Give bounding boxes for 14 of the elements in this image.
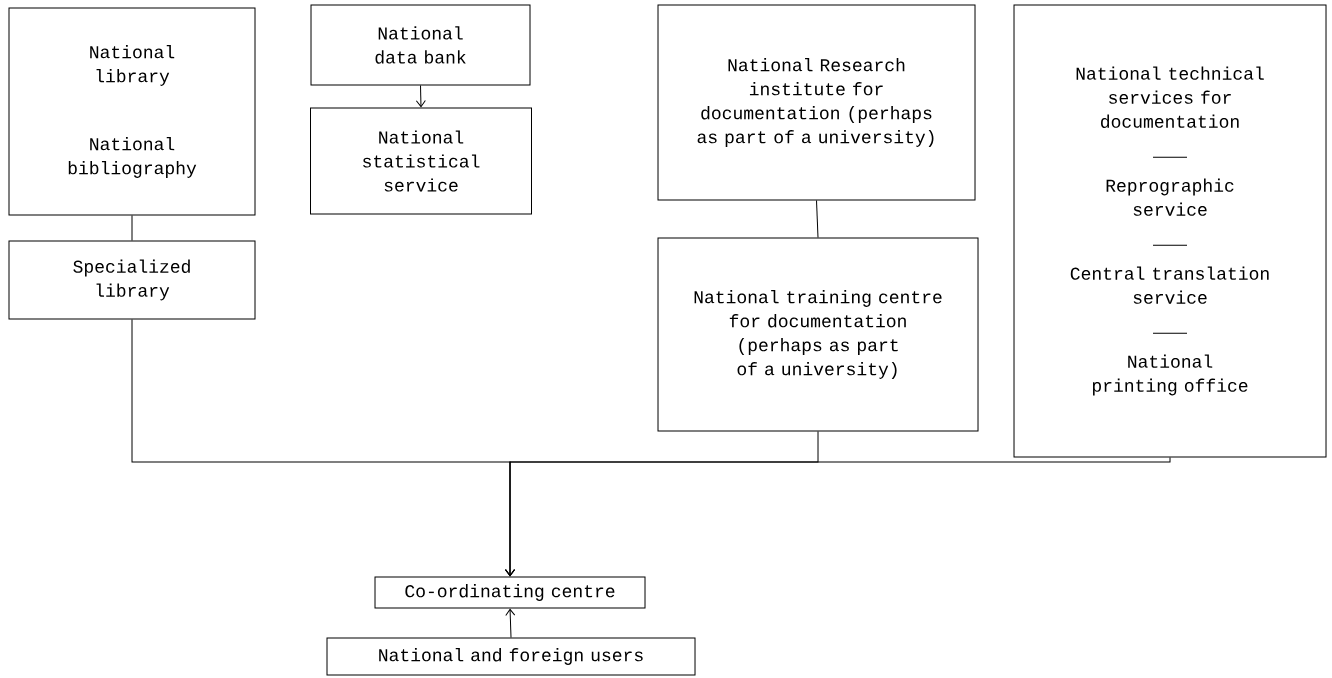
institute-box: National Research institute for documentation (perhaps as part of a university) (657, 4, 976, 201)
connector-line (816, 200, 819, 238)
centre-box: Co-ordinating centre (374, 576, 646, 609)
users-box: National and foreign users (326, 637, 696, 676)
data-bank-box: National data bank (310, 4, 531, 86)
services-box: National technical services for documentation Reprographic service Central translation service National printing office (1013, 4, 1327, 458)
library-box: Specialized library (8, 240, 256, 320)
connector-line (131, 215, 133, 241)
training-centre-box: National training centre for documentation (perhaps as part of a university) (657, 237, 979, 432)
arrow (505, 608, 516, 638)
library-box: National library National bibliography (8, 7, 256, 216)
arrow (505, 457, 1171, 577)
arrow (415, 85, 426, 108)
service-box: National statistical service (310, 107, 532, 215)
